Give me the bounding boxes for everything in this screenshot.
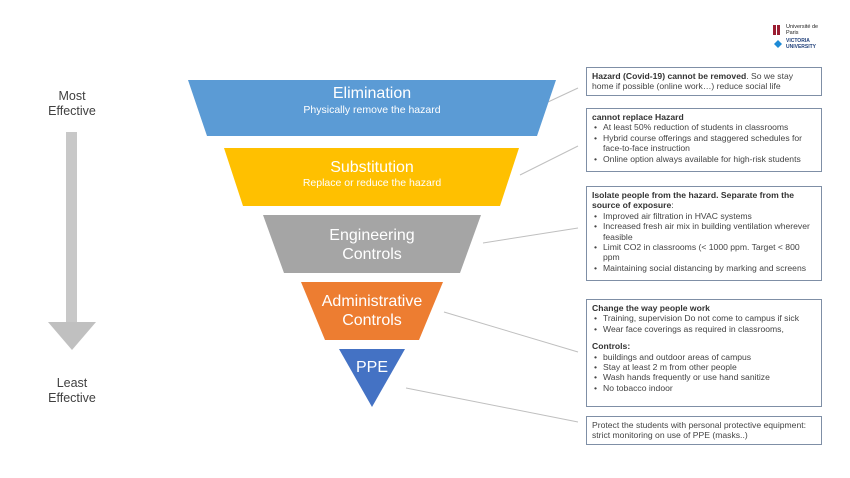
administrative-note-list2: buildings and outdoor areas of campus St… bbox=[592, 352, 816, 394]
elimination-note-bold: Hazard (Covid-19) cannot be removed bbox=[592, 71, 747, 81]
administrative-note-list: Training, supervision Do not come to cam… bbox=[592, 313, 816, 334]
elimination-title: Elimination bbox=[333, 85, 411, 102]
level-ppe bbox=[339, 349, 405, 407]
engineering-note-heading-wrap: Isolate people from the hazard. Separate… bbox=[592, 190, 816, 211]
substitution-subtitle: Replace or reduce the hazard bbox=[303, 177, 441, 189]
least-effective-label: Least Effective bbox=[48, 376, 96, 405]
substitution-note-heading: cannot replace Hazard bbox=[592, 112, 684, 122]
substitution-title: Substitution bbox=[330, 159, 414, 176]
engineering-note-heading: Isolate people from the hazard. Separate… bbox=[592, 190, 794, 211]
engineering-title-line2: Controls bbox=[342, 246, 402, 263]
connector-line bbox=[519, 145, 579, 176]
logo-text-universite: Université de Paris bbox=[786, 24, 819, 36]
elimination-note: Hazard (Covid-19) cannot be removed. So … bbox=[586, 67, 822, 96]
list-item: Maintaining social distancing by marking… bbox=[592, 263, 816, 274]
list-item: Wash hands frequently or use hand saniti… bbox=[592, 372, 816, 383]
list-item: No tobacco indoor bbox=[592, 383, 816, 394]
list-item: Improved air filtration in HVAC systems bbox=[592, 211, 816, 222]
engineering-note-list: Improved air filtration in HVAC systems … bbox=[592, 211, 816, 274]
list-item: buildings and outdoor areas of campus bbox=[592, 352, 816, 363]
list-item: Hybrid course offerings and staggered sc… bbox=[592, 133, 816, 154]
list-item: Wear face coverings as required in class… bbox=[592, 324, 816, 335]
substitution-note: cannot replace Hazard At least 50% reduc… bbox=[586, 108, 822, 172]
logo-text-victoria: VICTORIA UNIVERSITY bbox=[786, 38, 817, 50]
administrative-note: Change the way people work Training, sup… bbox=[586, 299, 822, 407]
list-item: Online option always available for high-… bbox=[592, 154, 816, 165]
substitution-note-list: At least 50% reduction of students in cl… bbox=[592, 122, 816, 164]
level-administrative-controls bbox=[301, 282, 443, 340]
level-elimination bbox=[188, 80, 556, 136]
list-item: Stay at least 2 m from other people bbox=[592, 362, 816, 373]
list-item: Limit CO2 in classrooms (< 1000 ppm. Tar… bbox=[592, 242, 816, 263]
list-item: Increased fresh air mix in building vent… bbox=[592, 221, 816, 242]
connector-line bbox=[443, 311, 579, 353]
ppe-title: PPE bbox=[356, 359, 388, 376]
list-item: At least 50% reduction of students in cl… bbox=[592, 122, 816, 133]
down-arrow-icon bbox=[48, 132, 96, 350]
connector-line bbox=[547, 87, 579, 103]
level-substitution bbox=[224, 148, 519, 206]
administrative-title-line2: Controls bbox=[342, 312, 402, 329]
elimination-subtitle: Physically remove the hazard bbox=[303, 104, 440, 116]
connector-line bbox=[405, 387, 579, 423]
engineering-title-line1: Engineering bbox=[329, 227, 414, 244]
administrative-title-line1: Administrative bbox=[322, 293, 423, 310]
ppe-note: Protect the students with personal prote… bbox=[586, 416, 822, 445]
connector-line bbox=[482, 227, 579, 244]
ppe-note-text: Protect the students with personal prote… bbox=[592, 420, 807, 441]
university-logo-icon bbox=[773, 25, 782, 48]
university-logo: Université de Paris VICTORIA UNIVERSITY bbox=[772, 24, 820, 54]
level-engineering-controls bbox=[263, 215, 481, 273]
administrative-note-heading: Change the way people work bbox=[592, 303, 710, 313]
administrative-note-heading2: Controls: bbox=[592, 341, 631, 352]
engineering-note: Isolate people from the hazard. Separate… bbox=[586, 186, 822, 281]
list-item: Training, supervision Do not come to cam… bbox=[592, 313, 816, 324]
most-effective-label: Most Effective bbox=[48, 89, 96, 118]
engineering-note-heading-suffix: : bbox=[671, 200, 674, 211]
elimination-note-text: . So we stay home if possible (online wo… bbox=[592, 71, 794, 92]
